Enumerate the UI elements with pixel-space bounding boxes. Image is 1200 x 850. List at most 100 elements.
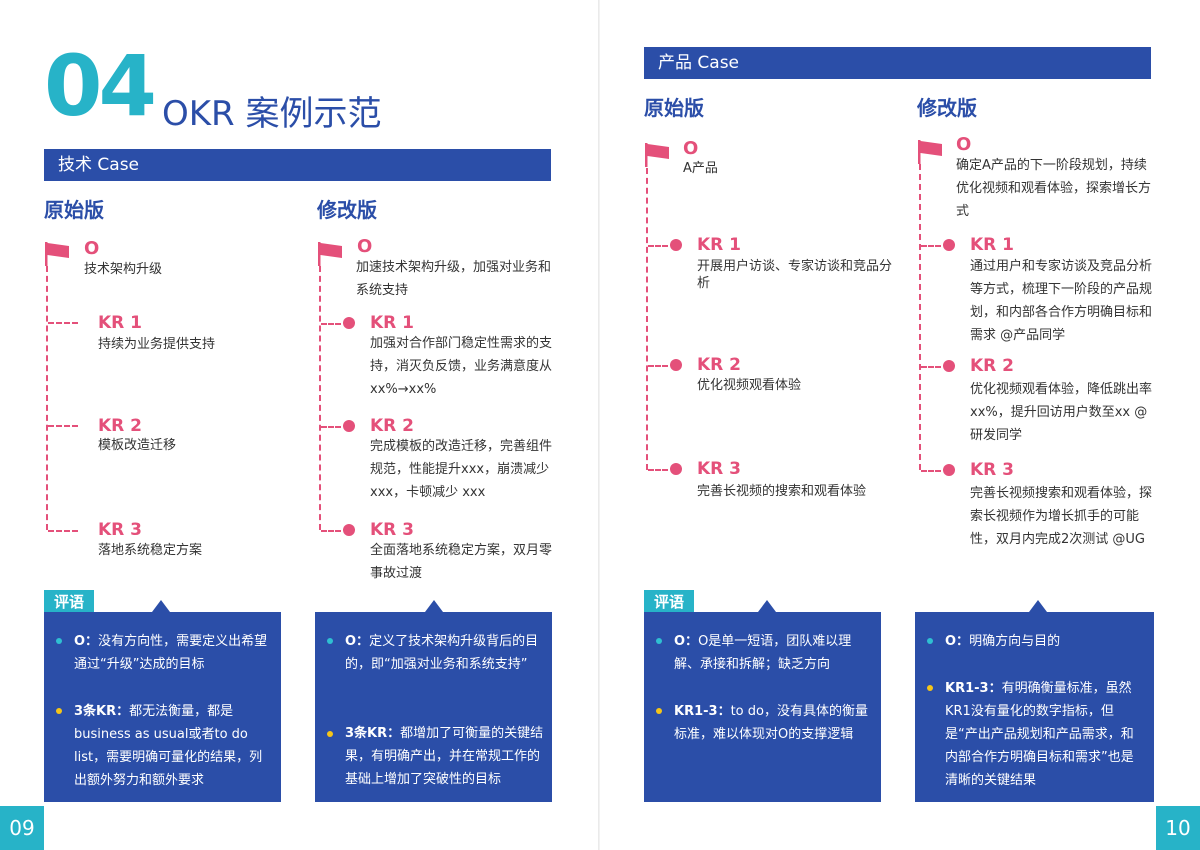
kr3-text: 全面落地系统稳定方案，双月零事故过渡 <box>370 543 553 581</box>
bullet-dot <box>927 685 933 691</box>
kr3-text: 完善长视频的搜索和观看体验 <box>697 484 867 499</box>
left-page: 04 OKR 案例示范 技术 Case 原始版 修改版 O 技术架构升级 KR … <box>0 0 599 850</box>
chapter-number: 04 <box>44 37 157 135</box>
comment-item: 3条KR：都无法衡量，都是business as usual或者to do li… <box>74 704 263 788</box>
kr3-text: 完善长视频搜索和观看体验，探索长视频作为增长抓手的可能性，双月内完成2次测试 @… <box>970 486 1153 547</box>
objective-label: O <box>956 134 972 155</box>
bullet-dot <box>56 708 62 714</box>
kr3-label: KR 3 <box>370 520 415 540</box>
tree-line <box>319 266 321 530</box>
tree-branch <box>321 426 341 428</box>
tree-branch <box>921 245 941 247</box>
bullet-dot <box>327 638 333 644</box>
objective-label: O <box>683 138 699 159</box>
kr1-label: KR 1 <box>98 313 143 333</box>
kr2-label: KR 2 <box>970 356 1015 376</box>
kr-dot <box>943 464 955 476</box>
tree-branch <box>648 469 668 471</box>
objective-text: 确定A产品的下一阶段规划，持续优化视频和观看体验，探索增长方式 <box>956 158 1152 219</box>
tree-branch <box>321 530 341 532</box>
comment-item: KR1-3：to do，没有具体的衡量标准，难以体现对O的支撑逻辑 <box>674 704 868 742</box>
section-bar-product: 产品 Case <box>644 47 1151 79</box>
flag-icon <box>645 143 669 167</box>
kr2-text: 优化视频观看体验 <box>697 378 802 393</box>
comment-item: KR1-3：有明确衡量标准，虽然KR1没有量化的数字指标，但是“产出产品规划和产… <box>945 681 1134 788</box>
okr-tree-original: O 技术架构升级 KR 1 持续为业务提供支持 KR 2 模板改造迁移 KR 3… <box>44 240 314 570</box>
page-number: 10 <box>1156 806 1200 850</box>
kr2-text: 模板改造迁移 <box>98 438 177 453</box>
objective-text: 技术架构升级 <box>84 262 163 277</box>
comment-box-revised: O：定义了技术架构升级背后的目的，即“加强对业务和系统支持” 3条KR：都增加了… <box>315 612 552 802</box>
tree-line <box>646 168 648 470</box>
page-title: OKR 案例示范 <box>162 94 382 134</box>
tree-line <box>46 266 48 530</box>
objective-label: O <box>357 236 373 257</box>
tree-branch <box>48 425 78 427</box>
flag-icon <box>318 242 342 266</box>
kr-dot <box>343 317 355 329</box>
comment-pointer <box>152 600 170 612</box>
kr2-text: 优化视频观看体验，降低跳出率xx%，提升回访用户数至xx @研发同学 <box>970 382 1153 443</box>
tree-branch <box>921 366 941 368</box>
original-version-title: 原始版 <box>644 96 704 120</box>
kr1-text: 通过用户和专家访谈及竞品分析等方式，梳理下一阶段的产品规划，和内部各合作方明确目… <box>970 259 1153 343</box>
comment-pointer <box>758 600 776 612</box>
comment-tag: 评语 <box>44 590 95 614</box>
comment-item: O：明确方向与目的 <box>945 634 1061 649</box>
okr-tree-original: O A产品 KR 1 开展用户访谈、专家访谈和竞品分析 KR 2 优化视频观看体… <box>644 138 904 499</box>
kr2-label: KR 2 <box>697 355 742 375</box>
flag-icon <box>45 242 69 266</box>
tree-branch <box>321 323 341 325</box>
comment-item: O：没有方向性，需要定义出希望通过“升级”达成的目标 <box>74 634 268 672</box>
bullet-dot <box>327 731 333 737</box>
book-spine <box>598 0 600 850</box>
comment-box-original: O：没有方向性，需要定义出希望通过“升级”达成的目标 3条KR：都无法衡量，都是… <box>44 612 281 802</box>
comment-item: O：定义了技术架构升级背后的目的，即“加强对业务和系统支持” <box>345 634 539 672</box>
objective-text: A产品 <box>683 161 718 176</box>
bullet-dot <box>656 638 662 644</box>
kr3-text: 落地系统稳定方案 <box>98 543 203 558</box>
bullet-dot <box>656 708 662 714</box>
comment-item: 3条KR：都增加了可衡量的关键结果，有明确产出，并在常规工作的基础上增加了突破性… <box>345 726 544 787</box>
tree-branch <box>48 530 78 532</box>
comment-pointer <box>1029 600 1047 612</box>
comment-box-original: O：O是单一短语，团队难以理解、承接和拆解；缺乏方向 KR1-3：to do，没… <box>644 612 881 802</box>
comment-item: O：O是单一短语，团队难以理解、承接和拆解；缺乏方向 <box>674 634 852 672</box>
right-page: 产品 Case 原始版 修改版 O A产品 KR 1 开展用户访谈、专家访谈和竞… <box>600 0 1200 850</box>
kr-dot <box>943 239 955 251</box>
kr3-label: KR 3 <box>98 520 143 540</box>
kr1-text: 加强对合作部门稳定性需求的支持，消灭负反馈，业务满意度从xx%→xx% <box>370 336 553 397</box>
comment-box-revised: O：明确方向与目的 KR1-3：有明确衡量标准，虽然KR1没有量化的数字指标，但… <box>915 612 1154 802</box>
kr2-label: KR 2 <box>98 416 143 436</box>
kr1-label: KR 1 <box>370 313 415 333</box>
objective-text: 加速技术架构升级，加强对业务和系统支持 <box>356 260 552 298</box>
tree-line <box>919 164 921 470</box>
kr1-label: KR 1 <box>970 235 1015 255</box>
revised-version-title: 修改版 <box>917 96 977 120</box>
kr-dot <box>670 239 682 251</box>
kr3-label: KR 3 <box>970 460 1015 480</box>
kr2-text: 完成模板的改造迁移，完善组件规范，性能提升xxx，崩溃减少xxx，卡顿减少 xx… <box>370 439 553 500</box>
tree-branch <box>648 365 668 367</box>
kr2-label: KR 2 <box>370 416 415 436</box>
kr-dot <box>670 463 682 475</box>
comment-pointer <box>425 600 443 612</box>
kr-dot <box>343 524 355 536</box>
page-number: 09 <box>0 806 44 850</box>
tree-branch <box>48 322 78 324</box>
objective-label: O <box>84 238 100 259</box>
kr1-text: 开展用户访谈、专家访谈和竞品分析 <box>697 259 893 291</box>
revised-version-title: 修改版 <box>317 198 377 222</box>
bullet-dot <box>927 638 933 644</box>
tree-branch <box>648 245 668 247</box>
kr-dot <box>343 420 355 432</box>
kr-dot <box>670 359 682 371</box>
okr-tree-revised: O 加速技术架构升级，加强对业务和系统支持 KR 1 加强对合作部门稳定性需求的… <box>317 236 557 586</box>
kr1-text: 持续为业务提供支持 <box>98 337 216 352</box>
bullet-dot <box>56 638 62 644</box>
flag-icon <box>918 140 942 164</box>
kr-dot <box>943 360 955 372</box>
kr3-label: KR 3 <box>697 459 742 479</box>
okr-tree-revised: O 确定A产品的下一阶段规划，持续优化视频和观看体验，探索增长方式 KR 1 通… <box>917 134 1157 584</box>
comment-tag: 评语 <box>644 590 695 614</box>
